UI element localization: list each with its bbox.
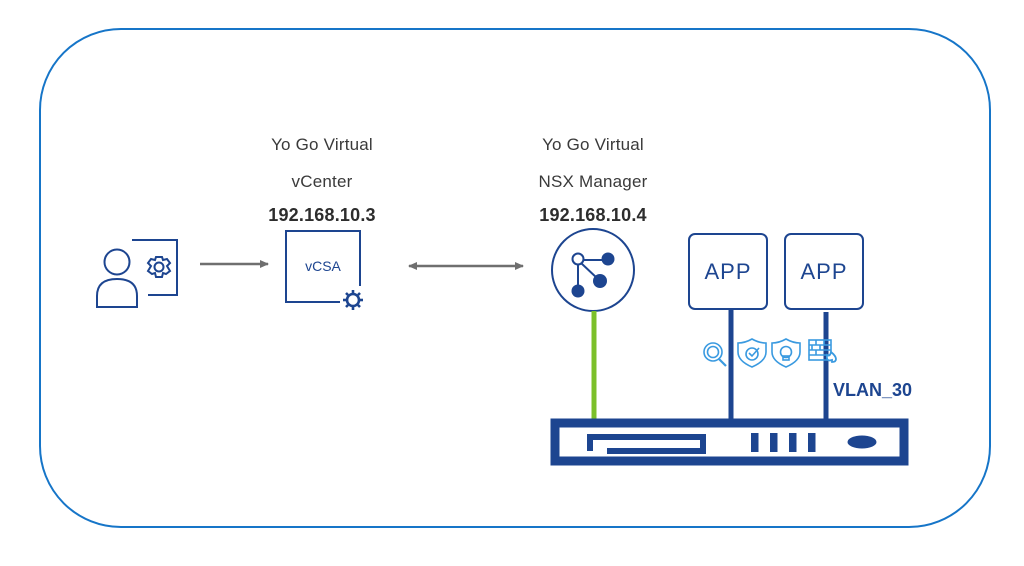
app-vm-1: APP bbox=[688, 233, 768, 310]
nsx-name-line1: Yo Go Virtual bbox=[542, 135, 644, 154]
app-vm-2: APP bbox=[784, 233, 864, 310]
vcenter-name-line2: vCenter bbox=[291, 172, 353, 191]
shield-skull-icon bbox=[771, 338, 801, 368]
gear-icon bbox=[146, 256, 172, 278]
nsx-manager-node bbox=[551, 228, 635, 312]
host-server bbox=[550, 418, 909, 466]
app-label: APP bbox=[800, 258, 848, 284]
network-nodes-icon bbox=[571, 252, 615, 298]
app-label: APP bbox=[704, 258, 752, 284]
search-icon bbox=[703, 342, 727, 367]
nsx-name-line2: NSX Manager bbox=[538, 172, 648, 191]
vcsa-label: vCSA bbox=[305, 258, 341, 274]
security-icons bbox=[703, 338, 837, 368]
diagram-frame bbox=[39, 28, 991, 528]
nsx-ip: 192.168.10.4 bbox=[539, 205, 647, 225]
vcenter-name-line1: Yo Go Virtual bbox=[271, 135, 373, 154]
vcsa-appliance bbox=[285, 230, 363, 310]
firewall-icon bbox=[808, 339, 837, 363]
user-gear-icon bbox=[96, 239, 178, 308]
shield-check-icon bbox=[737, 338, 767, 368]
vlan-label: VLAN_30 bbox=[833, 380, 913, 400]
vcenter-ip: 192.168.10.3 bbox=[268, 205, 376, 225]
gear-icon bbox=[343, 290, 363, 310]
